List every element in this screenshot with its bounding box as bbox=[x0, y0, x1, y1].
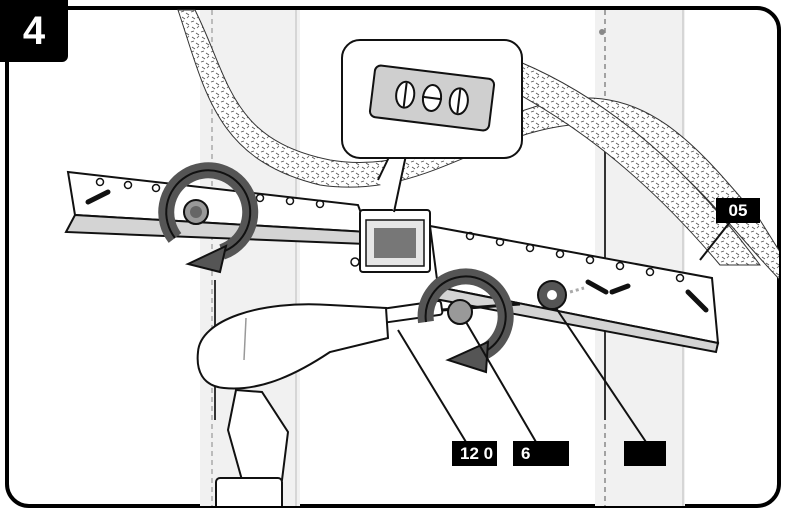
rotate-arrow-icon bbox=[158, 162, 259, 274]
drill-icon bbox=[196, 300, 444, 506]
part-label-screw: 12 0 bbox=[452, 441, 497, 466]
step-number-badge: 4 bbox=[0, 0, 68, 62]
level-icon bbox=[350, 209, 431, 273]
part-label-bracket: 05 bbox=[716, 198, 760, 223]
part-label-anchor bbox=[624, 441, 666, 466]
part-label-washer: 6 bbox=[513, 441, 569, 466]
leader-lines bbox=[397, 221, 731, 443]
screw-icon bbox=[183, 199, 209, 225]
level-callout bbox=[341, 39, 523, 213]
washer-icon bbox=[537, 280, 585, 310]
insulation-band bbox=[468, 61, 761, 266]
